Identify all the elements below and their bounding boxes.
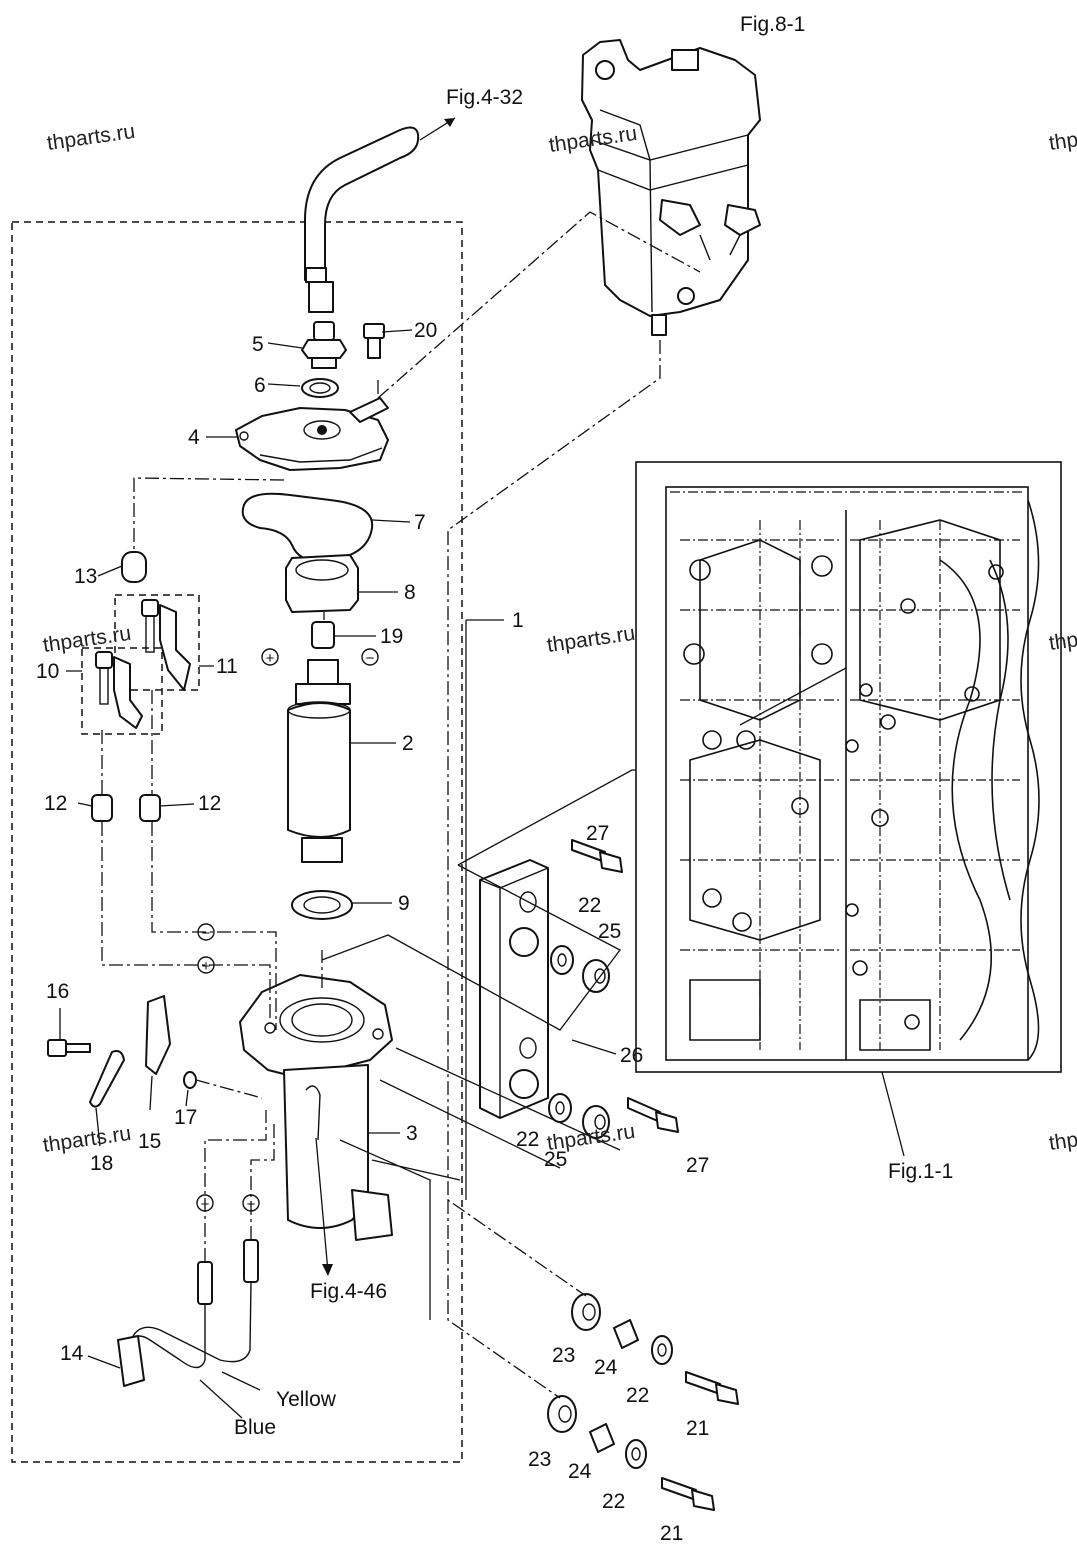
fuel-hose [304,126,420,313]
part-label-15: 15 [138,1130,161,1153]
strainer-19 [311,621,335,649]
watermark: thparts.ru [41,1122,132,1157]
washer-22-lower [548,1093,572,1123]
part-label-12-left: 12 [44,792,67,815]
part-label-24-upper: 24 [594,1356,618,1379]
hardware-set-lower [547,1395,715,1511]
part-label-3: 3 [406,1122,418,1145]
part-label-25-lower: 25 [544,1148,567,1171]
grommet-25-lower [582,1105,610,1139]
part-label-25-upper: 25 [598,920,621,943]
watermark: thparts.ru [545,622,636,657]
minus-sign-wire: − [202,925,211,942]
seal-9 [291,890,353,920]
part-label-9: 9 [398,892,410,915]
part-label-22-upper: 22 [578,894,601,917]
part-label-22-lower1: 22 [626,1384,649,1407]
engine-block-drawing [665,486,1040,1061]
part-label-2: 2 [402,732,414,755]
part-label-14: 14 [60,1342,84,1365]
part-label-21-lower: 21 [660,1522,683,1545]
part-label-19: 19 [380,625,403,648]
bolt-20 [363,323,385,359]
part-label-26: 26 [620,1044,643,1067]
part-label-18: 18 [90,1152,113,1175]
part-label-5: 5 [252,333,264,356]
part-label-12-right: 12 [198,792,221,815]
fuel-pump-2 [287,659,351,863]
polarity-markers: + − − + + − [196,648,379,1213]
grommet-25-upper [582,959,610,993]
gasket-7 [241,492,374,562]
part-label-10: 10 [36,660,59,683]
nut-12-left [91,794,113,822]
minus-sign-pump: − [366,650,375,667]
wire-label-yellow: Yellow [276,1388,337,1411]
hardware-set-upper [571,1293,739,1405]
part-label-1: 1 [512,609,524,632]
o-ring-6 [301,378,339,398]
fitting-5 [301,321,347,369]
plus-sign-harness: + [201,1196,210,1213]
pump-cover-4 [235,397,389,471]
engine-block-frame [635,461,1062,1073]
part-label-11: 11 [216,655,238,678]
part-label-20: 20 [414,319,437,342]
part-label-13: 13 [74,565,97,588]
harness-14 [117,1239,259,1387]
part-label-8: 8 [404,581,416,604]
watermark: thparts.ru [1047,1120,1077,1155]
part-label-24-lower: 24 [568,1460,592,1483]
assembly-boundary-box [11,221,463,1463]
terminal-11 [141,599,191,691]
bolt-16 [47,1039,91,1057]
ref-fig-8-1: Fig.8-1 [740,13,805,36]
bolt-27-lower [627,1097,679,1133]
ref-fig-4-32: Fig.4-32 [446,86,523,109]
part-label-4: 4 [188,426,200,449]
clamp-15 [145,995,171,1075]
part-label-22-lower2: 22 [602,1490,625,1513]
watermark: thparts.ru [41,622,132,657]
watermark: thparts.ru [1047,620,1077,655]
filter-housing-3 [239,974,393,1241]
part-label-23-upper: 23 [552,1344,575,1367]
part-label-17: 17 [174,1106,197,1129]
vapor-separator-tank [581,39,761,336]
terminal-box-11 [114,594,200,691]
part-label-27-upper: 27 [586,822,609,845]
label-leaders [59,329,905,1419]
part-label-27-lower: 27 [686,1154,709,1177]
plus-sign-pump: + [266,650,275,667]
part-label-16: 16 [46,980,69,1003]
watermark: thparts.ru [1047,120,1077,155]
plus-sign-wire: + [202,958,211,975]
terminal-box-10 [81,647,163,735]
wire-label-blue: Blue [234,1416,276,1439]
washer-17 [183,1071,197,1089]
part-label-23-lower: 23 [528,1448,551,1471]
sensor-cap-13 [121,551,147,583]
part-label-21-upper: 21 [686,1417,709,1440]
terminal-10 [95,651,143,729]
assembly-lines [101,211,847,1399]
watermark: thparts.ru [45,120,136,155]
ref-fig-4-46: Fig.4-46 [310,1280,387,1303]
washer-22-upper [550,945,574,975]
bolt-27-upper [571,839,623,873]
ref-fig-1-1: Fig.1-1 [888,1160,953,1183]
nut-12-right [139,794,161,822]
part-label-7: 7 [414,511,426,534]
ring-nut-8 [285,554,359,613]
minus-sign-harness: − [247,1196,256,1213]
part-label-22-mid: 22 [516,1128,539,1151]
bracket-26 [479,859,549,1119]
part-label-6: 6 [254,374,266,397]
strap-18 [89,1050,125,1108]
